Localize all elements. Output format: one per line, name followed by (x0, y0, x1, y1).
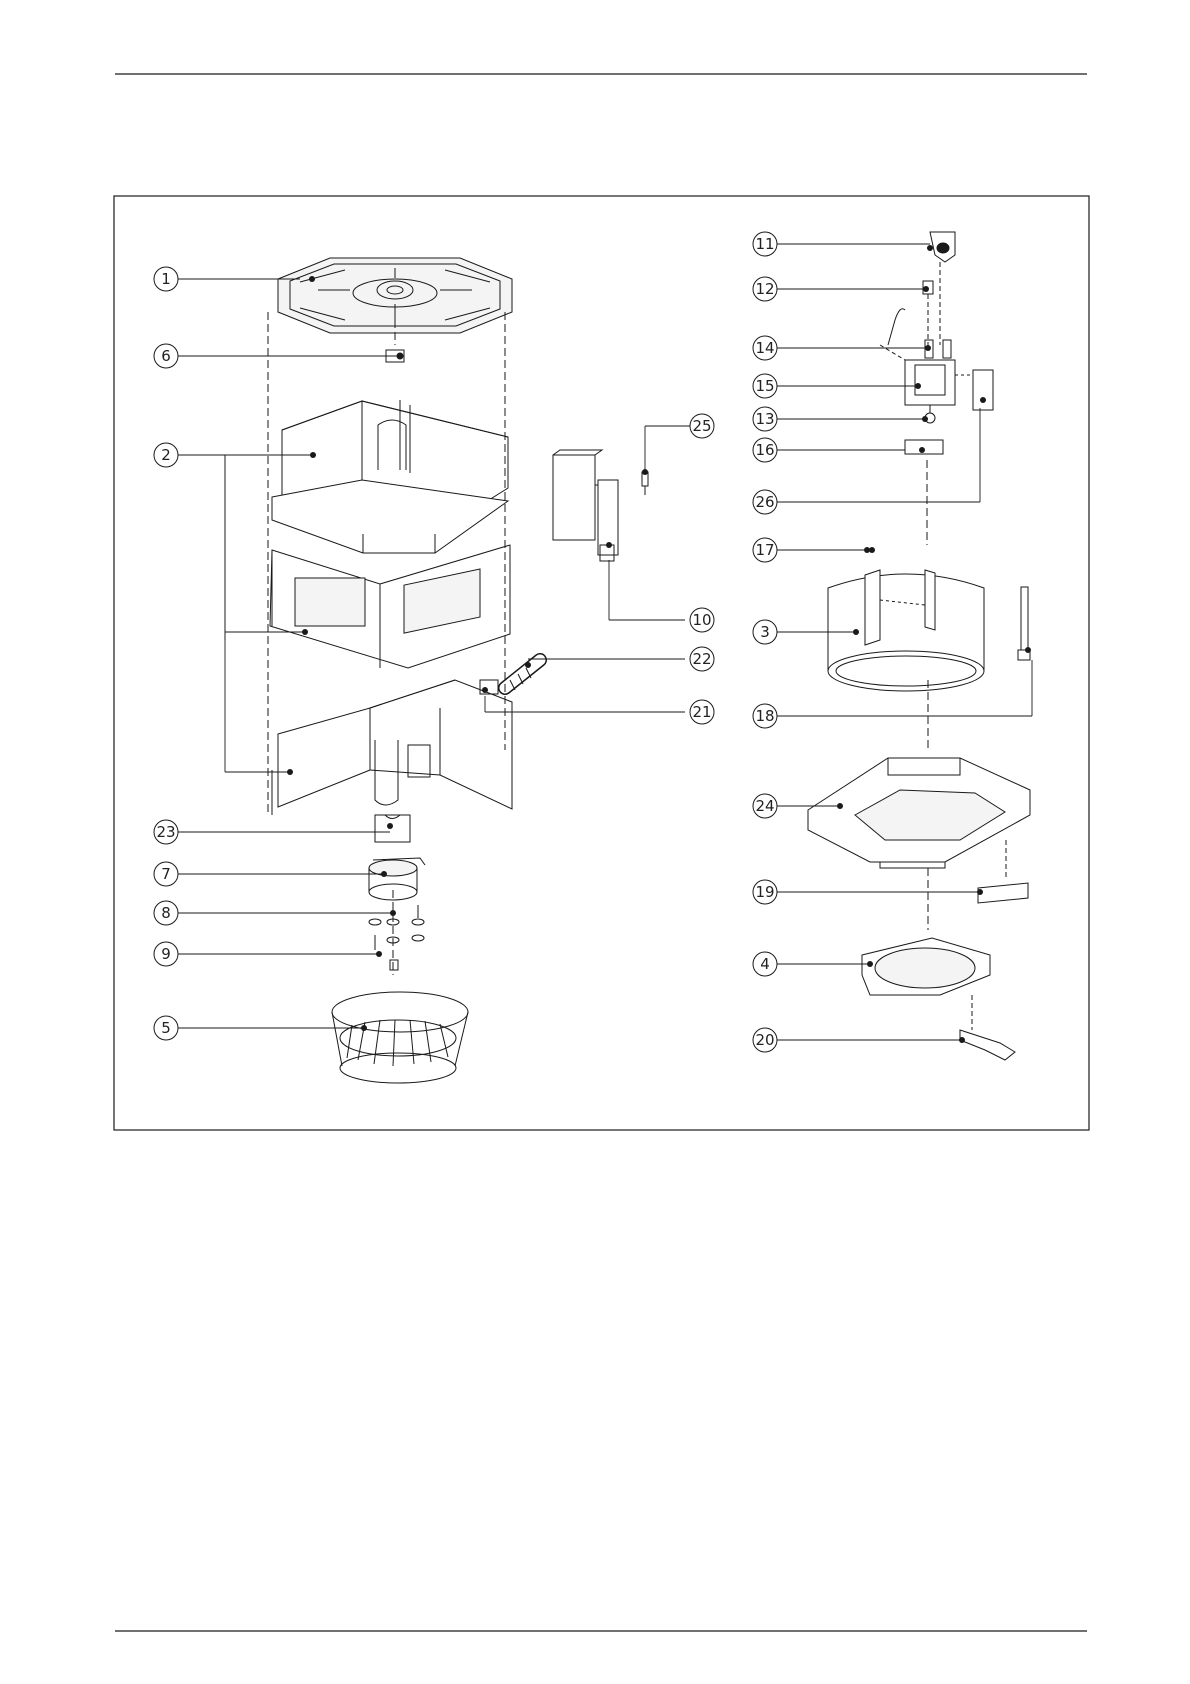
callout-26-label: 26 (755, 493, 774, 511)
part-motor (369, 858, 425, 900)
callout-23-label: 23 (156, 823, 175, 841)
callout-25-label: 25 (692, 417, 711, 435)
part-clip-20 (960, 995, 1015, 1060)
callout-4-label: 4 (760, 955, 770, 973)
part-drain-pan-box (880, 340, 993, 410)
part-bracket-23 (375, 815, 410, 842)
callout-21-label: 21 (692, 703, 711, 721)
callout-25: 25 (690, 414, 714, 438)
callout-7-label: 7 (161, 865, 171, 883)
callout-4: 4 (753, 952, 777, 976)
callout-3: 3 (753, 620, 777, 644)
callout-10: 10 (690, 608, 714, 632)
callout-5-label: 5 (161, 1019, 171, 1037)
callout-11-label: 11 (755, 235, 774, 253)
callout-17-label: 17 (755, 541, 774, 559)
callout-11: 11 (753, 232, 777, 256)
callout-9: 9 (154, 942, 178, 966)
callout-2: 2 (154, 443, 178, 467)
callout-6-label: 6 (161, 347, 171, 365)
callout-18-label: 18 (755, 707, 774, 725)
callout-15-label: 15 (755, 377, 774, 395)
callout-22-label: 22 (692, 650, 711, 668)
callout-8-label: 8 (161, 904, 171, 922)
part-fasteners (369, 905, 424, 970)
callout-16-label: 16 (755, 441, 774, 459)
callout-6: 6 (154, 344, 178, 368)
callout-3-label: 3 (760, 623, 770, 641)
part-panel-frame (808, 758, 1030, 868)
callout-13-label: 13 (755, 410, 774, 428)
callout-12-label: 12 (755, 280, 774, 298)
callout-14: 14 (753, 336, 777, 360)
callout-12: 12 (753, 277, 777, 301)
callout-26: 26 (753, 490, 777, 514)
callout-21: 21 (690, 700, 714, 724)
part-fan-wheel (332, 992, 468, 1083)
callout-2-label: 2 (161, 446, 171, 464)
callout-14-label: 14 (755, 339, 774, 357)
part-cabinet-lower (272, 680, 512, 815)
callout-19-label: 19 (755, 883, 774, 901)
part-clip-19 (978, 840, 1028, 903)
callout-7: 7 (154, 862, 178, 886)
callout-1-label: 1 (161, 270, 171, 288)
callout-13: 13 (753, 407, 777, 431)
part-cabinet-middle (270, 545, 510, 668)
callout-22: 22 (690, 647, 714, 671)
callout-23: 23 (154, 820, 178, 844)
callout-16: 16 (753, 438, 777, 462)
part-screw-25 (642, 472, 648, 495)
callout-1: 1 (154, 267, 178, 291)
callout-20: 20 (753, 1028, 777, 1052)
callout-17: 17 (753, 538, 777, 562)
callout-24: 24 (753, 794, 777, 818)
callout-8: 8 (154, 901, 178, 925)
part-drain-pump (930, 232, 955, 345)
callout-19: 19 (753, 880, 777, 904)
callout-10-label: 10 (692, 611, 711, 629)
callout-18: 18 (753, 704, 777, 728)
callout-9-label: 9 (161, 945, 171, 963)
callout-5: 5 (154, 1016, 178, 1040)
part-drain-hose (480, 660, 540, 694)
callout-24-label: 24 (755, 797, 774, 815)
callout-15: 15 (753, 374, 777, 398)
part-grille-frame (862, 938, 990, 995)
callout-20-label: 20 (755, 1031, 774, 1049)
part-cabinet-upper (272, 400, 508, 553)
